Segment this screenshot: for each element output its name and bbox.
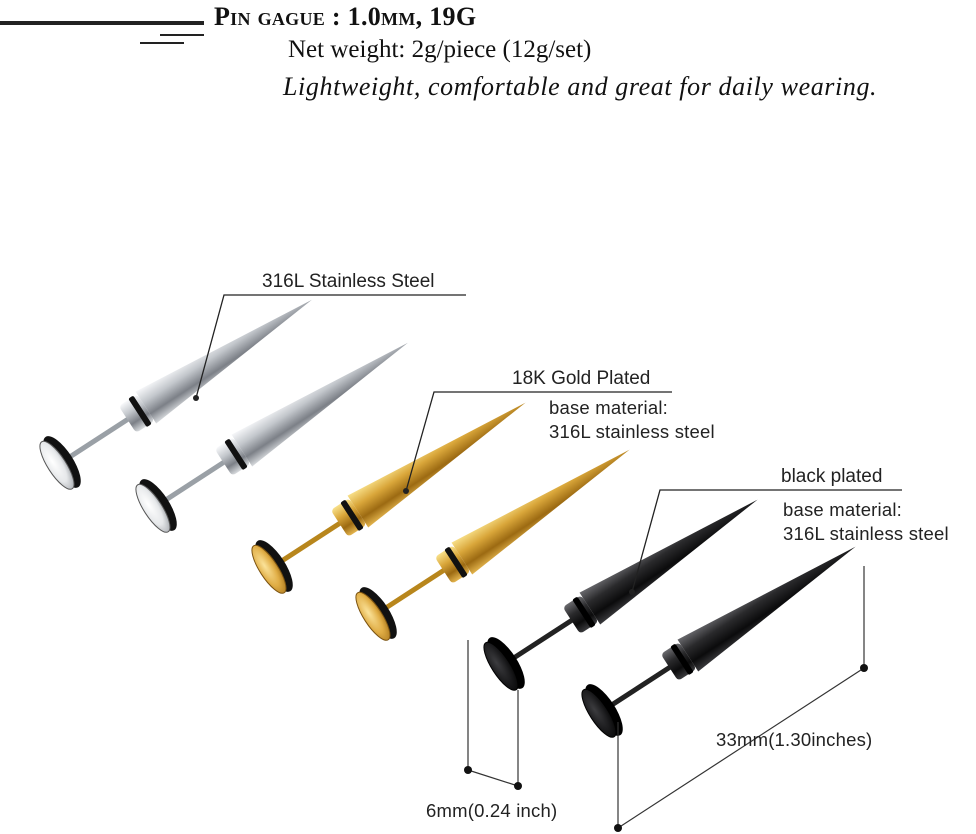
disc-dimension-line (464, 640, 522, 790)
header-rule-long (0, 21, 204, 25)
length-dimension-label: 33mm(1.30inches) (716, 729, 873, 750)
steel-earring (39, 299, 312, 490)
gold-callout-line (403, 391, 672, 494)
black-base-material-label: base material: (783, 499, 902, 520)
steel-callout-line (193, 294, 466, 401)
black-earring (483, 499, 758, 691)
page-title: Pin gague : 1.0mm, 19G (214, 2, 477, 31)
black-earring (581, 546, 856, 738)
black-callout-line (629, 489, 902, 595)
gold-earring (355, 449, 630, 641)
gold-base-material-value: 316L stainless steel (549, 421, 715, 442)
header-rule-short (140, 34, 204, 44)
black-base-material-value: 316L stainless steel (783, 523, 949, 544)
gold-callout-label: 18K Gold Plated (512, 368, 651, 389)
steel-callout-label: 316L Stainless Steel (262, 271, 435, 292)
steel-earring (135, 342, 408, 533)
length-dimension-line (614, 566, 868, 832)
gold-earring (251, 402, 526, 594)
black-callout-label: black plated (781, 466, 883, 487)
gold-base-material-label: base material: (549, 397, 668, 418)
net-weight-text: Net weight: 2g/piece (12g/set) (288, 36, 592, 63)
tagline-text: Lightweight, comfortable and great for d… (283, 72, 878, 101)
disc-dimension-label: 6mm(0.24 inch) (426, 800, 558, 821)
